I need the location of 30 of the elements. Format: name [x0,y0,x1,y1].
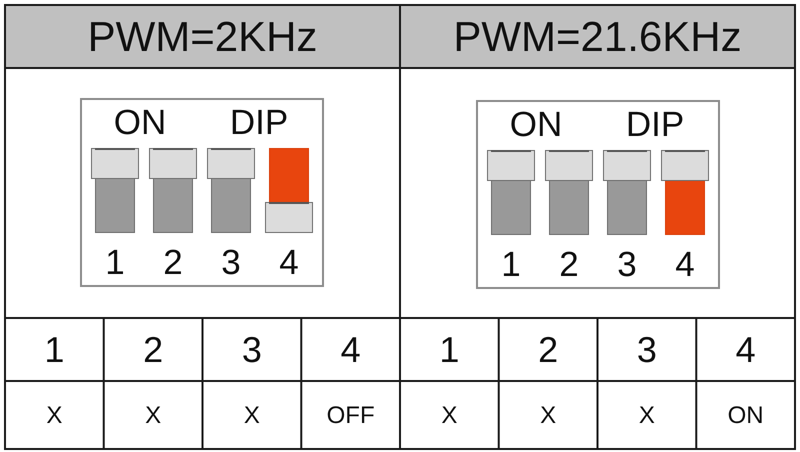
switch-setting: ON [728,404,764,428]
column-header: PWM=2KHz [5,5,400,68]
switch-number: 2 [143,332,164,368]
on-label: ON [510,107,562,142]
switch-number: 2 [538,332,558,368]
switch-number: 4 [340,332,361,368]
switch-number: 2 [163,245,183,280]
switch-number: 2 [559,247,579,282]
switch-number: 3 [636,332,657,368]
switch-setting: X [638,404,655,428]
switch-number: 4 [279,245,299,280]
switch-number: 4 [675,247,695,282]
switch-number: 4 [736,332,756,368]
switch-number: 3 [617,247,637,282]
switch-setting: X [46,404,62,428]
switch-setting: OFF [326,404,375,428]
switch-setting: X [244,404,260,428]
switch-number: 1 [105,245,125,280]
switch-number: 3 [242,332,262,368]
switch-setting: X [145,404,162,428]
switch-setting: X [441,404,458,428]
dip-label: DIP [230,105,288,140]
switch-number: 3 [221,245,241,280]
switch-setting: X [540,404,556,428]
on-label: ON [114,105,166,140]
switch-number: 1 [439,332,460,368]
switch-number: 1 [44,332,64,368]
switch-number: 1 [501,247,521,282]
dip-label: DIP [626,107,684,142]
column-header: PWM=21.6KHz [400,5,795,68]
